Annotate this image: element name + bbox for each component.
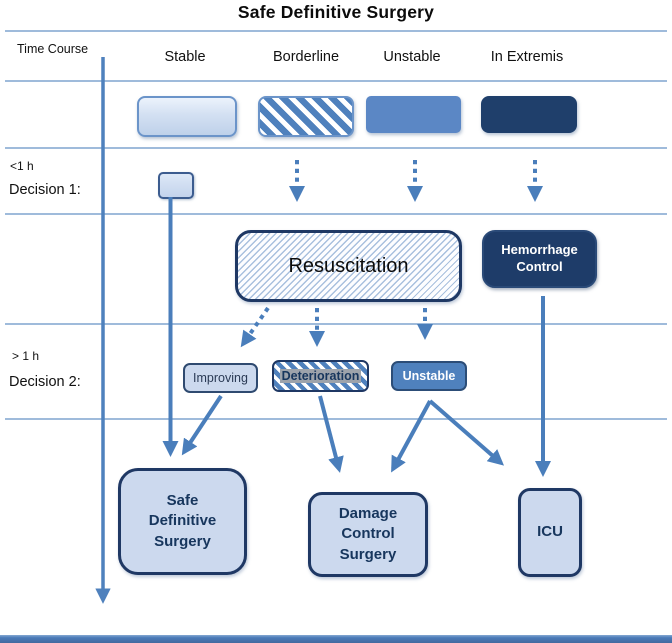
decision1-time-label: <1 h (10, 159, 34, 173)
hemorrhage-control-label: Hemorrhage Control (501, 242, 578, 274)
arrow-improving-to-sds (181, 394, 223, 456)
arrow-deterioration-to-dcs (318, 395, 344, 473)
safe-definitive-surgery-box: Safe Definitive Surgery (118, 468, 247, 575)
swatch-in-extremis (481, 96, 577, 133)
column-header-borderline: Borderline (272, 49, 340, 65)
figure-title: Safe Definitive Surgery (237, 2, 435, 22)
column-header-unstable: Unstable (383, 49, 441, 65)
icu-label: ICU (537, 523, 563, 541)
resuscitation-label: Resuscitation (288, 254, 409, 277)
grid-line-6 (5, 418, 667, 420)
grid-line-3 (5, 147, 667, 149)
icu-box: ICU (518, 488, 582, 577)
grid-line-4 (5, 213, 667, 215)
unstable-state-box: Unstable (391, 361, 467, 391)
grid-line-5 (5, 323, 667, 325)
improving-box: Improving (183, 363, 258, 393)
swatch-stable (137, 96, 237, 137)
decision2-label: Decision 2: (9, 374, 81, 390)
hemorrhage-control-box: Hemorrhage Control (482, 230, 597, 288)
column-header-inextremis: In Extremis (490, 49, 564, 65)
stable-decision1-box (158, 172, 194, 199)
swatch-unstable (366, 96, 461, 133)
decision1-label: Decision 1: (9, 182, 81, 198)
grid-line-1 (5, 30, 667, 32)
dotted-arrow-resus-improving (240, 306, 270, 348)
column-header-stable: Stable (164, 49, 206, 65)
decision2-time-label: > 1 h (12, 349, 40, 363)
deterioration-label: Deterioration (279, 368, 362, 384)
damage-control-surgery-label: Damage Control Surgery (338, 505, 398, 563)
resuscitation-box: Resuscitation (235, 230, 462, 302)
deterioration-box: Deterioration (272, 360, 369, 392)
swatch-borderline (258, 96, 354, 137)
grid-line-2 (5, 80, 667, 82)
unstable-state-label: Unstable (402, 369, 456, 383)
damage-control-surgery-box: Damage Control Surgery (308, 492, 428, 577)
time-course-label: Time Course (17, 42, 89, 56)
safe-definitive-surgery-label: Safe Definitive Surgery (148, 492, 217, 550)
bottom-border-bar (0, 635, 672, 643)
arrow-unstable-to-dcs (391, 400, 432, 473)
improving-label: Improving (193, 371, 248, 385)
arrow-unstable-to-icu (428, 399, 505, 466)
